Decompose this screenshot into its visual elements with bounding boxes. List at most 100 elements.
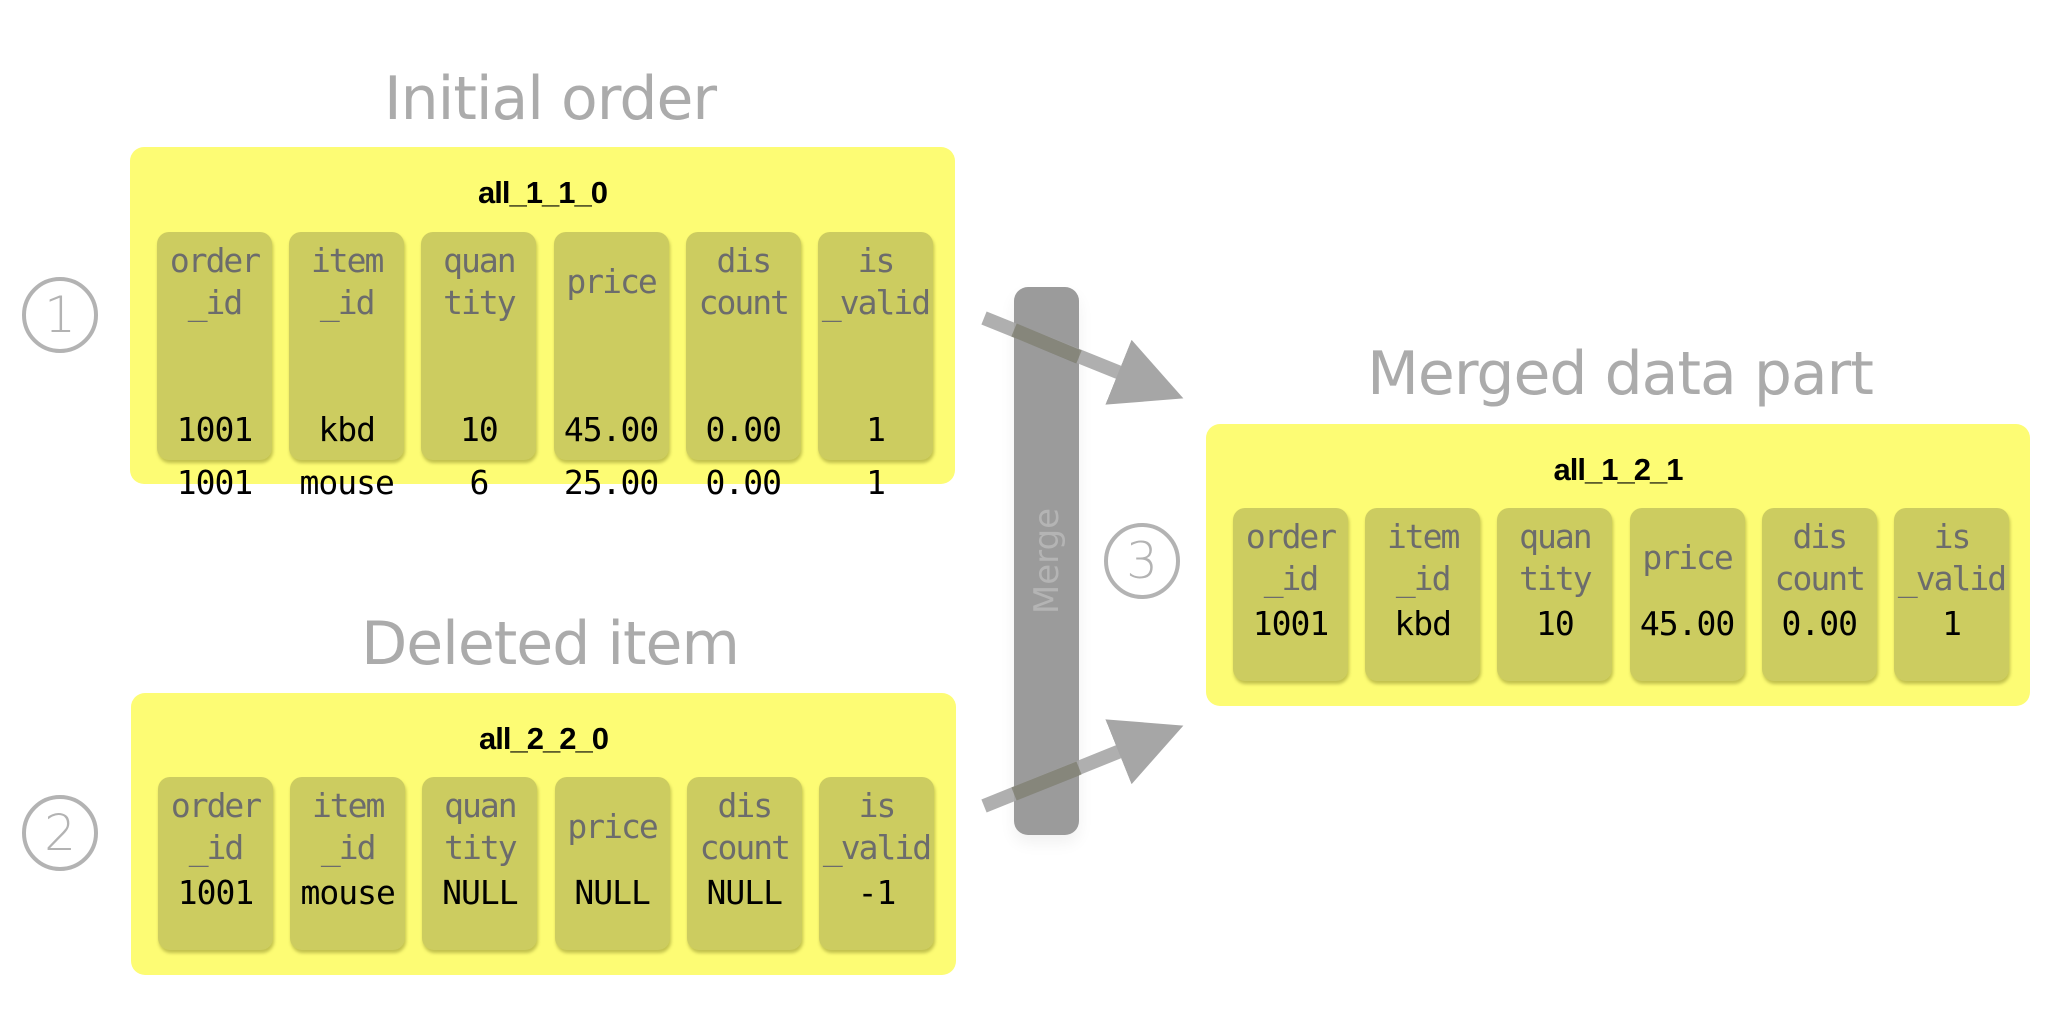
column-header-line: item <box>311 786 385 825</box>
cell-value: -1 <box>857 873 897 912</box>
step-2-badge: 2 <box>22 795 98 871</box>
cell-value: NULL <box>574 873 650 912</box>
column-header-line: count <box>698 283 790 322</box>
column-header-line: _valid <box>1897 559 2007 598</box>
cell-value: 45.00 <box>1639 604 1735 643</box>
cell-value: 1 <box>866 410 886 449</box>
column-header: item_id <box>1365 516 1480 600</box>
title-deleted-item: Deleted item <box>361 609 740 679</box>
column-header: price <box>1630 516 1745 600</box>
column-order-id: order_id 1001 <box>158 777 273 950</box>
column-is-valid: is_valid 1 1 <box>818 232 933 502</box>
column-header: order_id <box>158 785 273 869</box>
column-header-line: _id <box>320 828 377 867</box>
column-header-line: order <box>1245 517 1337 556</box>
column-header-line: _id <box>188 828 245 867</box>
column-header-line: _id <box>187 283 244 322</box>
column-header-line: tity <box>1519 559 1592 598</box>
cell-value: 0.00 <box>705 463 782 502</box>
cell-value: 45.00 <box>563 410 659 449</box>
cell-value: 1001 <box>1252 604 1329 643</box>
column-header-line: _valid <box>822 828 932 867</box>
cell-value: kbd <box>318 410 376 449</box>
column-header-line: price <box>567 807 658 846</box>
column-header-line: _id <box>319 283 376 322</box>
column-header: is_valid <box>818 240 933 324</box>
column-header: order_id <box>1233 516 1348 600</box>
step-1-badge: 1 <box>22 277 98 353</box>
cell-value: mouse <box>300 873 396 912</box>
column-header-line: order <box>169 241 261 280</box>
column-header-line: is <box>858 786 897 825</box>
column-header-line: tity <box>444 828 517 867</box>
column-header: item_id <box>289 240 404 324</box>
column-header: price <box>554 240 669 324</box>
cell-value: 1 <box>1942 604 1962 643</box>
cell-value: NULL <box>442 873 518 912</box>
column-header-line: is <box>857 241 896 280</box>
column-header-line: price <box>1642 538 1733 577</box>
column-price: price 45.00 25.00 <box>553 232 669 502</box>
column-header-line: dis <box>1792 517 1848 556</box>
column-is-valid: is_valid 1 <box>1894 508 2009 681</box>
column-header-line: quan <box>443 241 516 280</box>
column-header-line: dis <box>716 241 772 280</box>
column-header-line: _id <box>1395 559 1452 598</box>
column-header: price <box>555 785 670 869</box>
column-header: item_id <box>290 785 405 869</box>
merge-label: Merge <box>1026 507 1067 615</box>
merge-bar: Merge <box>1014 287 1079 835</box>
cell-value: 10 <box>460 410 499 449</box>
column-header-line: quan <box>444 786 517 825</box>
column-header-line: tity <box>443 283 516 322</box>
part-name: all_1_1_0 <box>478 175 608 210</box>
column-header-line: _valid <box>821 283 931 322</box>
column-header: order_id <box>157 240 272 324</box>
cell-value: NULL <box>706 873 783 912</box>
column-header-line: order <box>170 786 262 825</box>
column-header-line: price <box>566 262 657 301</box>
column-order-id: order_id 1001 <box>1233 508 1348 681</box>
column-header-line: is <box>1933 517 1972 556</box>
column-header-line: count <box>1774 559 1866 598</box>
cell-value: kbd <box>1394 604 1452 643</box>
column-header: is_valid <box>1894 516 2009 600</box>
column-is-valid: is_valid -1 <box>819 777 934 950</box>
part-name: all_1_2_1 <box>1553 452 1684 487</box>
column-price: price 45.00 <box>1629 508 1745 681</box>
cell-value: 25.00 <box>563 463 659 502</box>
column-header-line: item <box>1386 517 1460 556</box>
cell-value: 6 <box>469 463 489 502</box>
cell-value: 1 <box>866 463 886 502</box>
column-header-line: quan <box>1519 517 1592 556</box>
part-name: all_2_2_0 <box>479 721 609 756</box>
cell-value: 0.00 <box>1781 604 1858 643</box>
step-3-badge: 3 <box>1104 523 1180 599</box>
title-merged-data-part: Merged data part <box>1367 339 1874 409</box>
cell-value: mouse <box>299 463 395 502</box>
column-header-line: dis <box>717 786 773 825</box>
cell-value: 1001 <box>177 873 254 912</box>
title-initial-order: Initial order <box>383 64 717 134</box>
cell-value: 1001 <box>176 410 253 449</box>
